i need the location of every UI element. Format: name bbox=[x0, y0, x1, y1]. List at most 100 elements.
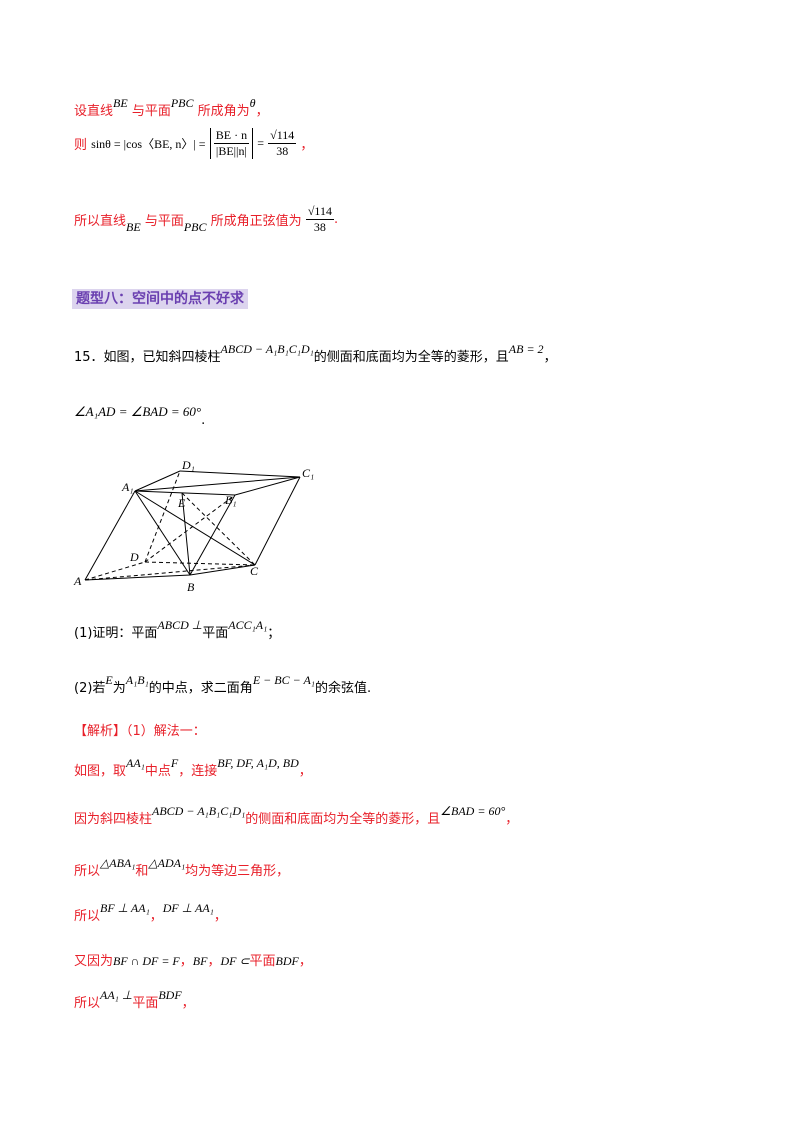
edge-d-d1 bbox=[144, 470, 181, 563]
edge-d-b1 bbox=[144, 494, 236, 563]
math: ∠BAD = 60° bbox=[440, 804, 506, 818]
text: 中点 bbox=[144, 764, 171, 779]
edge-d-c bbox=[144, 561, 256, 566]
math: BF ⊥ AA₁ bbox=[100, 901, 150, 915]
text: 平面 bbox=[202, 626, 229, 641]
edge-a1-c bbox=[134, 490, 256, 566]
text: (2)若 bbox=[74, 681, 106, 696]
text: 的中点，求二面角 bbox=[148, 681, 253, 696]
text: 所以 bbox=[74, 996, 101, 1011]
edge-a1-b bbox=[134, 490, 191, 576]
label-c: C bbox=[250, 564, 259, 578]
text: . bbox=[201, 413, 206, 428]
text: 【解析】（1）解法一： bbox=[74, 724, 206, 739]
solution-line-1: 【解析】（1）解法一： bbox=[74, 720, 206, 739]
edge-a-b bbox=[84, 574, 191, 581]
label-e: E bbox=[177, 496, 186, 510]
fraction-denominator: 38 bbox=[313, 220, 326, 234]
solution-line-4: 所以△ABA₁和△ADA₁均为等边三角形， bbox=[74, 856, 290, 879]
solution-line-7: 所以AA₁ ⊥平面BDF， bbox=[74, 988, 195, 1011]
intro-line-3: 所以直线BE 与平面PBC 所成角正弦值为 √114 38 . bbox=[74, 204, 338, 235]
fraction-numerator: √114 bbox=[268, 128, 297, 144]
text: 平面 bbox=[132, 996, 159, 1011]
edge-b1-c1 bbox=[234, 476, 301, 496]
fraction-denominator: |BE||n| bbox=[215, 144, 247, 158]
text: ， bbox=[179, 954, 193, 969]
text: 与平面 bbox=[144, 214, 184, 229]
text: 的侧面和底面均为全等的菱形，且 bbox=[245, 812, 441, 827]
math: DF ⊥ AA₁ bbox=[162, 901, 214, 915]
math: △ADA₁ bbox=[148, 856, 186, 870]
math-theta: θ bbox=[249, 96, 256, 110]
text: 设直线 bbox=[74, 104, 114, 119]
text: ， bbox=[505, 812, 519, 827]
math: BDF bbox=[275, 954, 299, 968]
text: 所以 bbox=[74, 909, 101, 924]
edge-a1-c1 bbox=[134, 476, 301, 492]
math-acc1a1: ACC₁A₁ bbox=[228, 618, 268, 632]
text: ， bbox=[213, 909, 227, 924]
prism-figure: D₁ C₁ A₁ E B₁ D C A B bbox=[73, 458, 314, 594]
text: ， bbox=[543, 350, 557, 365]
edge-e-b bbox=[181, 492, 191, 576]
text: 均为等边三角形， bbox=[185, 864, 290, 879]
fraction-denominator: 38 bbox=[276, 144, 289, 158]
math: AA₁ bbox=[126, 756, 145, 770]
text: ， bbox=[298, 764, 312, 779]
edge-c-c1 bbox=[254, 476, 301, 566]
section-title: 题型八：空间中的点不好求 bbox=[72, 289, 248, 309]
edge-a1-b1 bbox=[134, 490, 236, 496]
math: BF bbox=[192, 954, 208, 968]
fraction-dot: BE · n |BE||n| bbox=[213, 128, 250, 159]
text: 与平面 bbox=[131, 104, 171, 119]
math-be: BE bbox=[126, 220, 141, 234]
text: . bbox=[333, 212, 339, 227]
fraction-result: √114 38 bbox=[268, 128, 297, 159]
label-a: A bbox=[73, 574, 82, 588]
equals: = bbox=[257, 136, 264, 150]
math: AA₁ ⊥ bbox=[100, 988, 133, 1002]
problem-line-2: ∠A₁AD = ∠BAD = 60°. bbox=[74, 404, 205, 428]
edge-a-c bbox=[84, 564, 256, 581]
text: ， bbox=[207, 954, 221, 969]
math: F bbox=[170, 756, 179, 770]
text: 的侧面和底面均为全等的菱形，且 bbox=[313, 350, 509, 365]
label-a1: A₁ bbox=[121, 480, 134, 494]
edge-d1-c1 bbox=[179, 470, 301, 478]
math-angle: ∠A₁AD = ∠BAD = 60° bbox=[74, 404, 202, 419]
label-d: D bbox=[129, 550, 139, 564]
math: DF ⊂ bbox=[220, 954, 250, 968]
text: 为 bbox=[112, 681, 126, 696]
math: BF, DF, A₁D, BD bbox=[217, 756, 299, 770]
formula-sin-theta: sinθ = |cos〈BE, n〉| = bbox=[91, 137, 206, 151]
text: 所以直线 bbox=[74, 214, 127, 229]
math-prism: ABCD − A₁B₁C₁D₁ bbox=[220, 342, 314, 356]
text: ， bbox=[300, 138, 314, 153]
label-b1: B₁ bbox=[225, 493, 237, 507]
text: 15．如图，已知斜四棱柱 bbox=[74, 350, 221, 365]
math-be: BE bbox=[113, 96, 128, 110]
math-pbc: PBC bbox=[183, 220, 207, 234]
math-pbc: PBC bbox=[170, 96, 194, 110]
text: ， bbox=[298, 954, 312, 969]
edge-a-a1 bbox=[84, 490, 136, 581]
text: (1)证明：平面 bbox=[74, 626, 158, 641]
text: ； bbox=[267, 626, 281, 641]
math: BF ∩ DF = F bbox=[113, 954, 180, 968]
fraction-answer: √114 38 bbox=[305, 204, 334, 235]
edge-a1-d1 bbox=[134, 470, 181, 492]
text: 又因为 bbox=[74, 954, 114, 969]
edge-a-d bbox=[84, 561, 146, 581]
problem-line-1: 15．如图，已知斜四棱柱ABCD − A₁B₁C₁D₁的侧面和底面均为全等的菱形… bbox=[74, 342, 557, 365]
text: 如图，取 bbox=[74, 764, 127, 779]
label-d1: D₁ bbox=[181, 458, 195, 472]
math-e: E bbox=[105, 673, 113, 687]
text: 所以 bbox=[74, 864, 101, 879]
math-abcd: ABCD ⊥ bbox=[157, 618, 203, 632]
text: 和 bbox=[135, 864, 149, 879]
solution-line-6: 又因为BF ∩ DF = F，BF，DF ⊂平面BDF， bbox=[74, 950, 312, 969]
solution-line-5: 所以BF ⊥ AA₁，DF ⊥ AA₁， bbox=[74, 901, 227, 924]
label-c1: C₁ bbox=[302, 466, 314, 480]
intro-line-2: 则 sinθ = |cos〈BE, n〉| = BE · n |BE||n| =… bbox=[74, 128, 313, 159]
text: ， bbox=[255, 104, 269, 119]
